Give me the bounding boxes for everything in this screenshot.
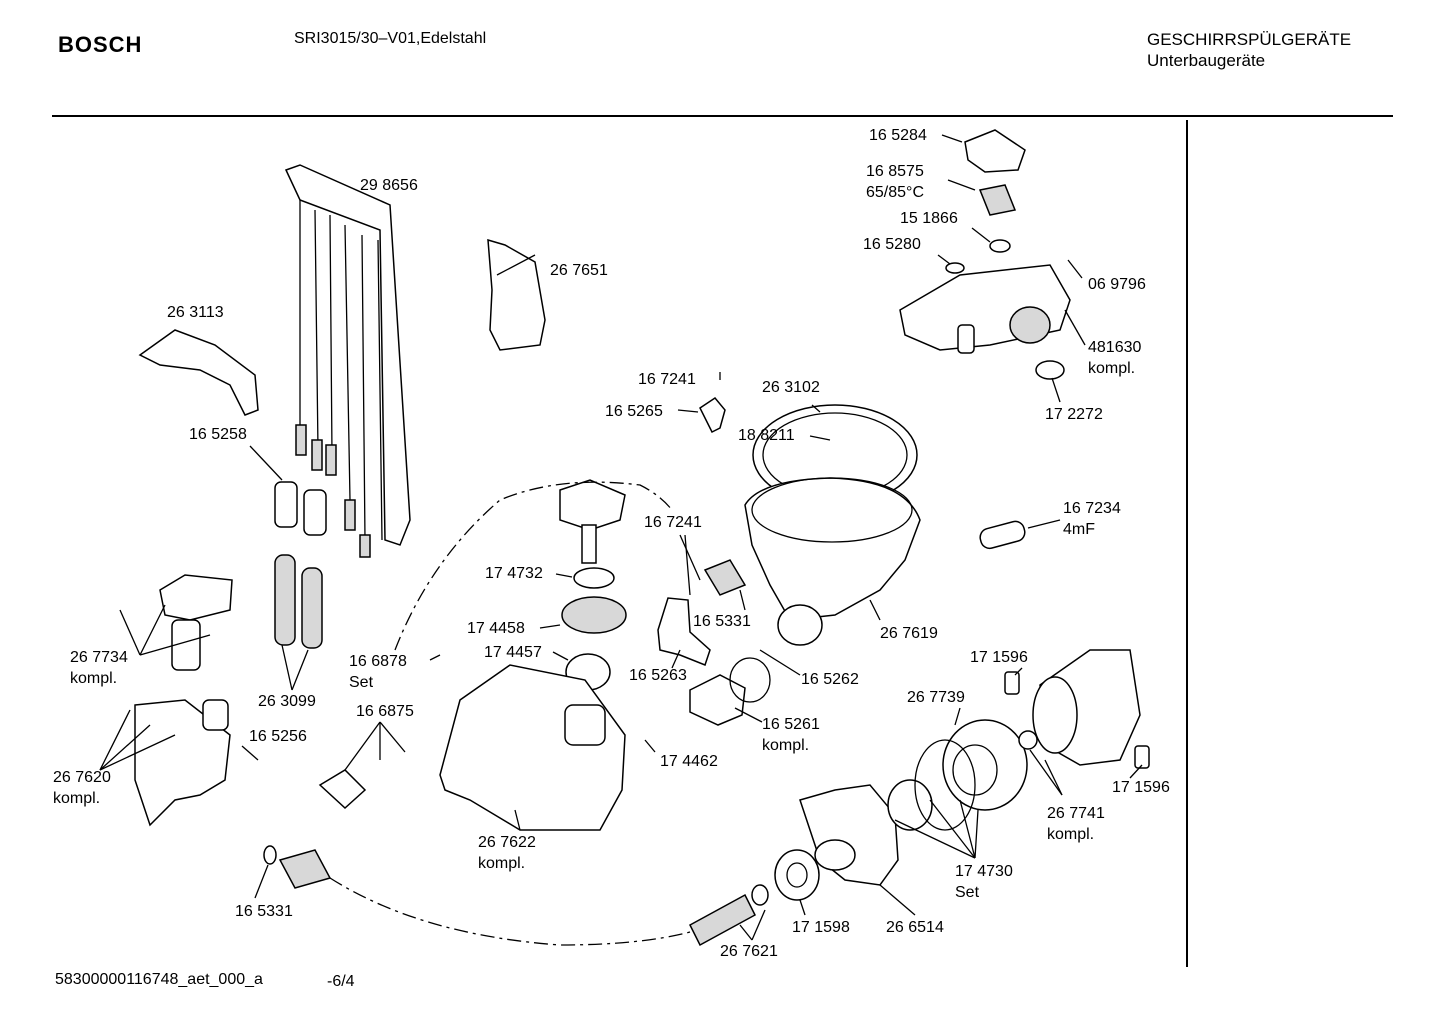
part-label: 26 3099 (258, 693, 316, 710)
water-softener (439, 664, 626, 831)
part-label: 16 7241 (644, 514, 702, 531)
impeller (887, 779, 933, 831)
part-label: kompl. (1047, 826, 1095, 843)
thermostat (978, 184, 1017, 216)
sump-outlet (777, 604, 823, 646)
part-label: 16 5331 (235, 903, 293, 920)
part-label: 18 8211 (738, 427, 795, 444)
part-label: 16 7241 (638, 371, 696, 388)
o-ring (751, 884, 769, 906)
heat-exchanger-pipes (284, 164, 411, 558)
part-label: 65/85°C (866, 184, 924, 201)
part-label: 26 7622 (478, 834, 536, 851)
seal-ring (914, 739, 976, 831)
document-code: 58300000116748_aet_000_a (55, 971, 263, 988)
part-label: 17 1598 (792, 919, 850, 936)
part-label: 16 6878 (349, 653, 407, 670)
part-label: kompl. (70, 670, 118, 687)
bearing-ring (774, 849, 820, 901)
part-label: 26 7621 (720, 943, 778, 960)
part-label: 17 4457 (484, 644, 542, 661)
filter-part (559, 479, 626, 531)
category-title: GESCHIRRSPÜLGERÄTE (1147, 30, 1352, 49)
funnel-part (487, 238, 546, 351)
routing-line (394, 481, 673, 651)
part-label: kompl. (478, 855, 526, 872)
part-label: 17 2272 (1045, 406, 1103, 423)
part-label: 16 6875 (356, 703, 414, 720)
part-label: 26 7739 (907, 689, 965, 706)
corrugated-hoses (274, 554, 323, 649)
category-subtitle: Unterbaugeräte (1147, 51, 1266, 70)
part-label: 16 5256 (249, 728, 307, 745)
o-ring (729, 657, 771, 703)
part-label: 26 7620 (53, 769, 111, 786)
part-label: kompl. (762, 737, 810, 754)
valve-part (318, 769, 367, 810)
bracket-part (657, 597, 711, 666)
solenoid-valve (689, 674, 746, 726)
part-label: 26 3113 (167, 304, 224, 321)
part-label: 16 5331 (693, 613, 751, 630)
dosing-assembly (134, 699, 231, 827)
pump-cover (942, 719, 1028, 811)
part-label: kompl. (53, 790, 101, 807)
routing-line (329, 877, 691, 946)
brand-logo: BOSCH (58, 32, 143, 57)
clip-part (1004, 671, 1020, 695)
part-label: 16 8575 (866, 163, 924, 180)
motor-part (159, 574, 233, 621)
part-label: 481630 (1088, 339, 1142, 356)
bushing-part (274, 481, 298, 528)
part-label: 16 7234 (1063, 500, 1121, 517)
o-ring (989, 239, 1011, 253)
part-label: 16 5261 (762, 716, 820, 733)
drain-hose (278, 849, 332, 889)
model-title: SRI3015/30–V01,Edelstahl (294, 30, 487, 47)
part-label: 17 4732 (485, 565, 543, 582)
cover-part (138, 329, 259, 416)
part-label: 16 5262 (801, 671, 859, 688)
part-label: 26 6514 (886, 919, 944, 936)
hose-part (703, 559, 747, 596)
part-label: 17 1596 (1112, 779, 1170, 796)
part-label: 06 9796 (1088, 276, 1146, 293)
part-label: 17 1596 (970, 649, 1028, 666)
part-label: 26 7741 (1047, 805, 1105, 822)
part-label: 15 1866 (900, 210, 958, 227)
cap-part (964, 129, 1026, 173)
clip-part (699, 397, 726, 434)
page-number: -6/4 (327, 973, 355, 990)
bushing-part (303, 489, 327, 536)
capacitor (979, 520, 1026, 550)
part-label: Set (349, 674, 374, 691)
disc-part (561, 596, 627, 634)
part-label: 16 5263 (629, 667, 687, 684)
sump-housing (744, 477, 921, 621)
part-label: 29 8656 (360, 177, 418, 194)
leader-lines (99, 134, 1143, 941)
hose-clamp (1035, 360, 1065, 380)
clip-part (1134, 745, 1150, 769)
part-label: 26 7651 (550, 262, 608, 279)
o-ring (263, 845, 277, 865)
part-label: kompl. (1088, 360, 1136, 377)
o-ring (945, 262, 965, 274)
part-label: 16 5258 (189, 426, 247, 443)
part-label: 26 7619 (880, 625, 938, 642)
part-label: 26 7734 (70, 649, 128, 666)
part-label: 4mF (1063, 521, 1095, 538)
part-label: 17 4462 (660, 753, 718, 770)
part-label: 16 5284 (869, 127, 927, 144)
part-label: 17 4730 (955, 863, 1013, 880)
part-label: 26 3102 (762, 379, 820, 396)
part-label: 16 5265 (605, 403, 663, 420)
part-label: Set (955, 884, 980, 901)
part-label: 16 5280 (863, 236, 921, 253)
o-ring (573, 567, 615, 589)
bottom-hose (689, 893, 756, 947)
part-label: 17 4458 (467, 620, 525, 637)
